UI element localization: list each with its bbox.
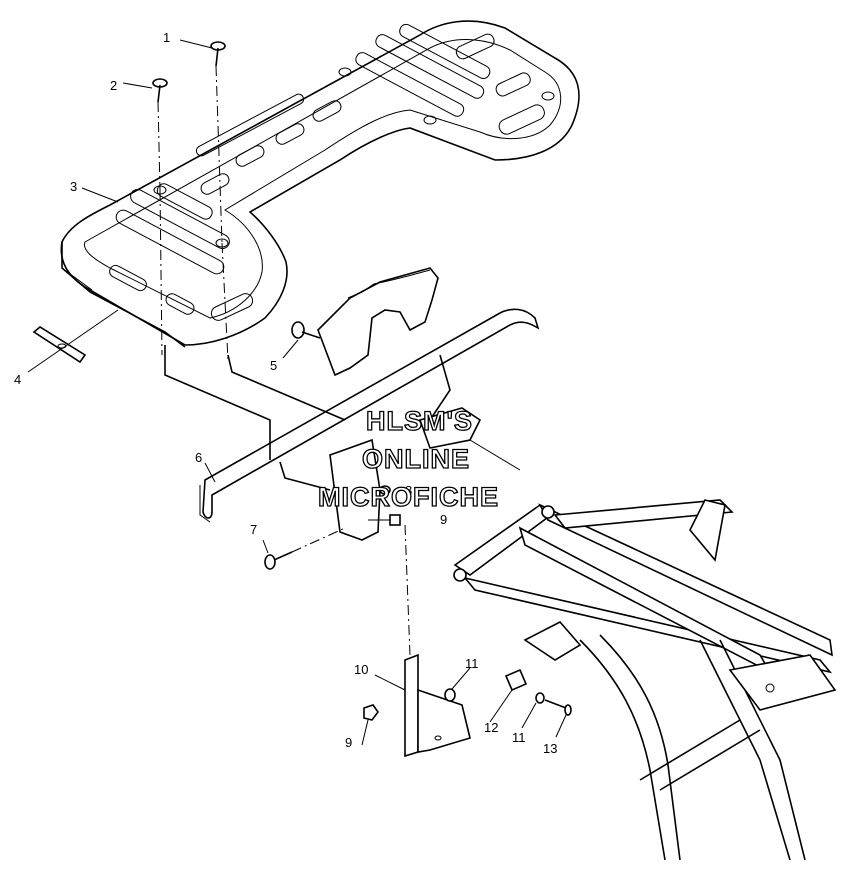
rear-bracket-plate	[317, 267, 439, 377]
callout-11-left: 11	[465, 656, 479, 671]
callout-8: 8	[405, 483, 412, 498]
vertical-support	[404, 524, 471, 758]
bolt-7	[264, 527, 346, 570]
bolt-2	[152, 78, 168, 103]
washer-11-right	[535, 692, 545, 704]
callout-11-right: 11	[512, 730, 526, 745]
watermark-line-2: ONLINE	[362, 444, 470, 474]
callout-1: 1	[163, 30, 170, 45]
callouts: 1 2 3 4 5 6 7 8 9 9 10 11 11 12 13	[14, 30, 557, 756]
callout-10: 10	[354, 662, 368, 677]
callout-5: 5	[270, 358, 277, 373]
nut-11-left	[444, 688, 456, 702]
watermark-line-3: MICROFICHE	[318, 482, 499, 512]
nut-9-upper	[389, 514, 401, 526]
callout-3: 3	[70, 179, 77, 194]
callout-7: 7	[250, 522, 257, 537]
bolt-5	[291, 321, 321, 339]
callout-6: 6	[195, 450, 202, 465]
reflector	[32, 326, 87, 364]
support-bar	[199, 308, 540, 523]
nut-9-lower	[363, 704, 379, 721]
leader-lines	[27, 39, 567, 746]
callout-4: 4	[14, 372, 21, 387]
callout-12: 12	[484, 720, 498, 735]
spacer-12	[504, 668, 528, 692]
bolt-1	[210, 41, 226, 67]
vehicle-frame	[453, 499, 837, 861]
bolt-13	[544, 699, 572, 716]
watermark-line-1: HLSM'S	[366, 406, 473, 436]
rack-support-frame	[164, 345, 521, 541]
callout-9-upper: 9	[440, 512, 447, 527]
callout-2: 2	[110, 78, 117, 93]
nut-8	[379, 485, 391, 495]
alignment-lines-top	[157, 65, 229, 361]
watermark: HLSM'S ONLINE MICROFICHE	[317, 405, 499, 512]
callout-13: 13	[543, 741, 557, 756]
callout-9-lower: 9	[345, 735, 352, 750]
rear-rack	[60, 20, 580, 348]
